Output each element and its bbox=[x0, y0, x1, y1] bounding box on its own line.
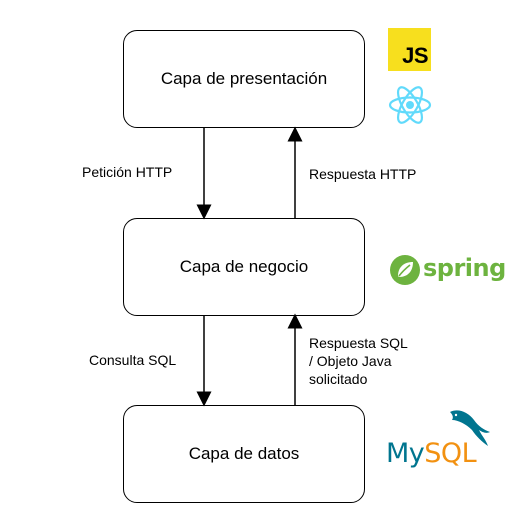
react-icon bbox=[388, 86, 432, 124]
sql-response-label: Respuesta SQL / Objeto Java solicitado bbox=[309, 335, 408, 387]
sql-query-label: Consulta SQL bbox=[89, 352, 177, 368]
mysql-dolphin-icon bbox=[450, 410, 490, 446]
http-request-label: Petición HTTP bbox=[82, 164, 173, 180]
business-layer-label: Capa de negocio bbox=[179, 257, 309, 276]
mysql-logo-my: My bbox=[386, 438, 425, 469]
js-logo-text: JS bbox=[402, 43, 428, 68]
presentation-layer-box: Capa de presentación bbox=[123, 30, 365, 128]
spring-logo-text: spring bbox=[423, 254, 506, 282]
mysql-logo-sql: SQL bbox=[424, 438, 477, 469]
presentation-layer-label: Capa de presentación bbox=[160, 69, 328, 88]
http-response-label: Respuesta HTTP bbox=[309, 166, 417, 182]
javascript-logo: JS bbox=[388, 28, 431, 71]
data-layer-label: Capa de datos bbox=[188, 444, 300, 463]
spring-leaf-icon bbox=[390, 255, 420, 285]
mysql-logo-text: MySQL bbox=[386, 438, 477, 469]
business-layer-box: Capa de negocio bbox=[123, 218, 365, 316]
data-layer-box: Capa de datos bbox=[123, 405, 365, 503]
